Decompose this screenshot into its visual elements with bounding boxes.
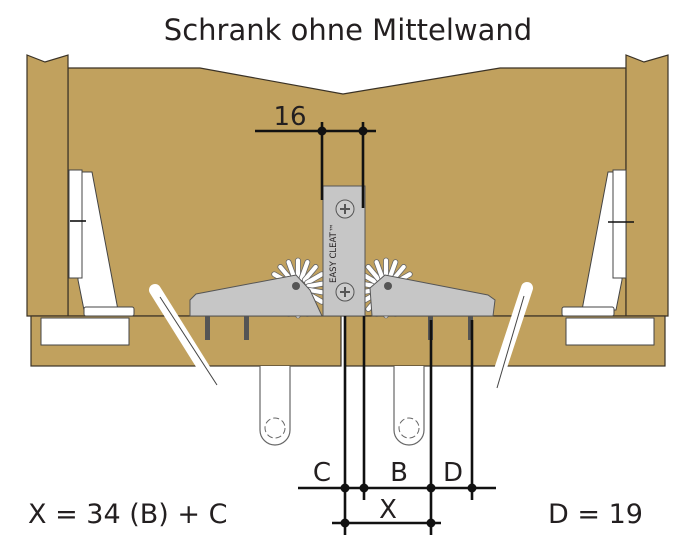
left-hinge-plate — [40, 317, 130, 346]
cleat-brand-label: EASY CLEAT™ — [329, 224, 339, 283]
left-side-panel — [26, 54, 69, 317]
right-pin — [393, 366, 425, 446]
top-dimension — [255, 122, 376, 208]
right-door-line — [494, 282, 533, 389]
label-c: C — [313, 458, 331, 488]
rotor-petal — [301, 264, 319, 283]
dimension-16-label: 16 — [273, 102, 306, 132]
formula-d: D = 19 — [548, 499, 643, 530]
label-d: D — [443, 458, 463, 488]
right-cleat-arm — [369, 274, 496, 317]
right-hinge-plate — [565, 317, 655, 346]
diagram-title: Schrank ohne Mittelwand — [164, 13, 532, 47]
screw-head-icon — [335, 199, 355, 302]
bottom-dimensions — [298, 316, 496, 535]
left-hinge — [68, 169, 135, 317]
right-side-panel — [625, 54, 669, 317]
left-door-line — [149, 284, 218, 386]
right-arm-pivot — [384, 282, 392, 290]
left-cleat-arm — [189, 274, 323, 317]
right-hinge — [561, 169, 634, 317]
left-arm-pivot — [292, 282, 300, 290]
formula-x: X = 34 (B) + C — [28, 499, 227, 530]
label-b: B — [390, 458, 408, 488]
left-pin — [259, 366, 291, 446]
label-x: X — [379, 495, 397, 525]
